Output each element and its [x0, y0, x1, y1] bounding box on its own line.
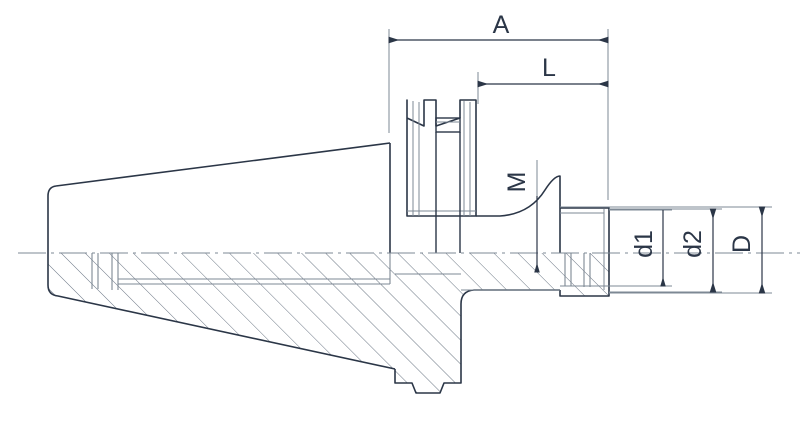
dimension-label-L: L — [542, 54, 556, 82]
dimension-label-A: A — [493, 11, 510, 39]
dimension-label-d1: d1 — [630, 230, 658, 258]
section-hatch-region — [48, 253, 609, 393]
dimension-label-D: D — [728, 235, 756, 253]
body-upper-outline — [476, 175, 561, 253]
dimension-label-d2: d2 — [679, 230, 707, 258]
vee-key-detail — [435, 117, 461, 133]
taper-top-edge — [55, 142, 391, 187]
flange-rib-edges — [407, 101, 476, 216]
dimension-lines — [388, 36, 766, 294]
nose-thread-lines — [560, 253, 609, 287]
body-step-thin-lines — [395, 273, 560, 291]
center-spigot — [435, 132, 461, 253]
shank-left-end-face — [47, 185, 57, 253]
bore-internal-lines — [91, 253, 391, 290]
hatch-fill-lower — [48, 253, 609, 393]
nose-upper-outline — [560, 207, 610, 253]
upper-outline — [47, 142, 391, 253]
dimension-label-M: M — [503, 172, 531, 193]
nose-thin-edges — [560, 209, 605, 290]
